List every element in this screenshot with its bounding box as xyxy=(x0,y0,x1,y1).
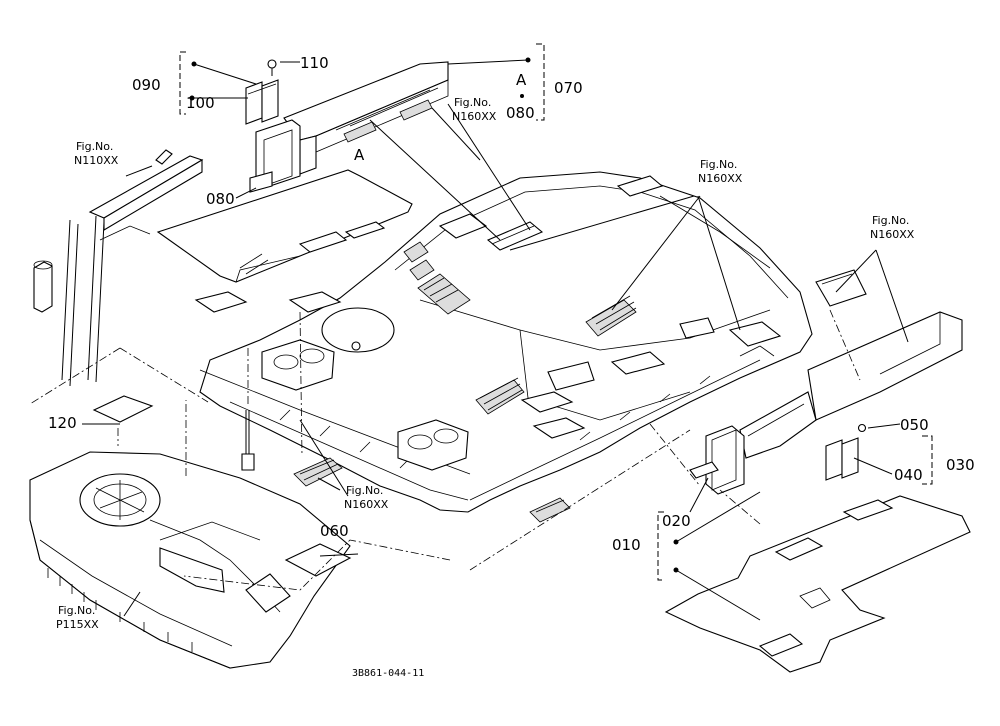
rear-panel xyxy=(156,169,413,283)
label-050: 050 xyxy=(900,416,929,434)
view-label-a-top: A xyxy=(516,71,527,89)
drawing-code: 3B861-044-11 xyxy=(352,668,424,679)
upper-duct-assembly xyxy=(245,59,449,193)
fig-ref-prefix-n160-top: Fig.No. xyxy=(454,96,491,109)
label-020: 020 xyxy=(662,512,691,530)
label-120: 120 xyxy=(48,414,77,432)
label-030: 030 xyxy=(946,456,975,474)
label-090: 090 xyxy=(132,76,161,94)
group-brackets xyxy=(179,43,933,581)
floor-mat xyxy=(664,495,971,673)
fig-ref-prefix-n160-right: Fig.No. xyxy=(872,214,909,227)
label-070: 070 xyxy=(554,79,583,97)
figure-references: Fig.No. N110XX Fig.No. N160XX Fig.No. N1… xyxy=(56,96,915,631)
reference-lines xyxy=(29,309,861,591)
right-duct-assembly xyxy=(689,269,963,495)
fig-ref-n160-center: N160XX xyxy=(698,172,743,185)
roof-headliner xyxy=(194,171,813,513)
fig-ref-n160-top: N160XX xyxy=(452,110,497,123)
label-060: 060 xyxy=(320,522,349,540)
fig-ref-prefix-n160-center: Fig.No. xyxy=(700,158,737,171)
fig-ref-prefix-n110: Fig.No. xyxy=(76,140,113,153)
label-010: 010 xyxy=(612,536,641,554)
hvac-unit xyxy=(29,395,571,669)
label-110: 110 xyxy=(300,54,329,72)
leader-lines xyxy=(82,59,909,621)
label-040: 040 xyxy=(894,466,923,484)
fig-ref-prefix-p115: Fig.No. xyxy=(58,604,95,617)
fig-ref-n160-right: N160XX xyxy=(870,228,915,241)
fig-ref-prefix-n160-lower: Fig.No. xyxy=(346,484,383,497)
fig-ref-n160-lower: N160XX xyxy=(344,498,389,511)
part-labels: 090 100 110 070 080 A A 080 120 060 050 … xyxy=(48,54,975,554)
label-080-left: 080 xyxy=(206,190,235,208)
fig-ref-p115: P115XX xyxy=(56,618,99,631)
label-080-top: 080 xyxy=(506,104,535,122)
label-100: 100 xyxy=(186,94,215,112)
left-frame xyxy=(33,149,204,387)
fig-ref-n110: N110XX xyxy=(74,154,119,167)
view-label-a-mid: A xyxy=(354,146,365,164)
